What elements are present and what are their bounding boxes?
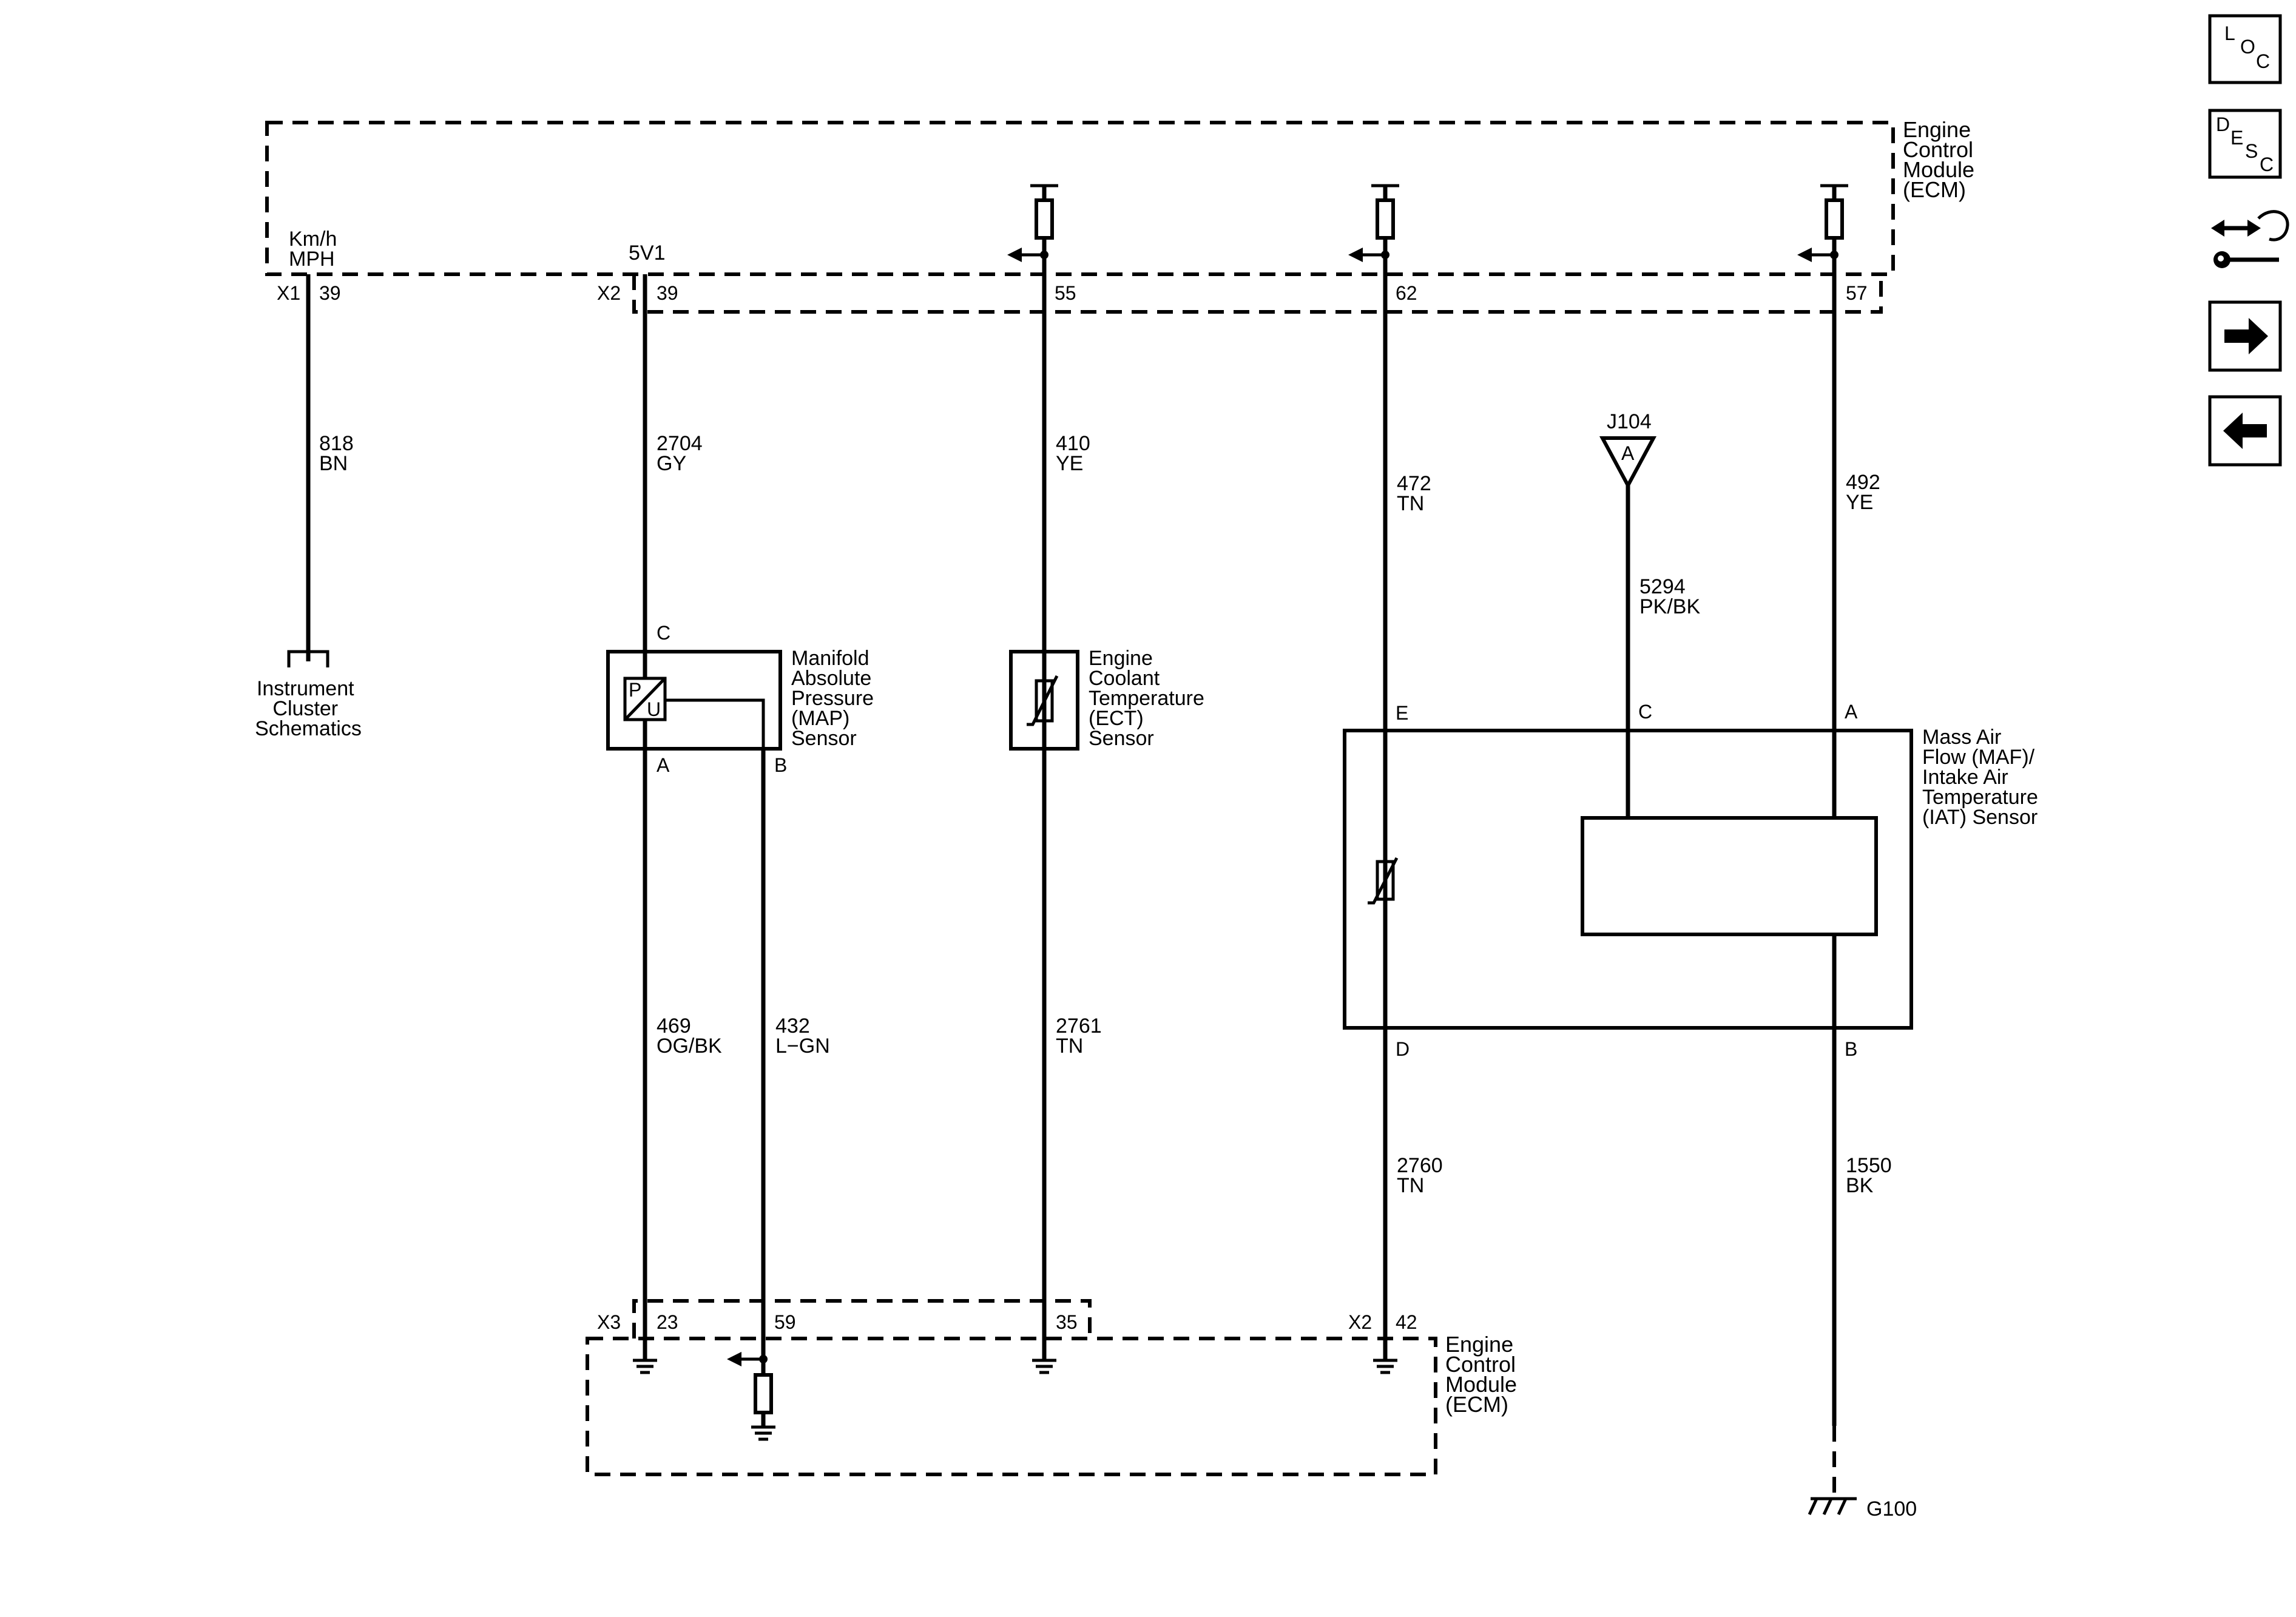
instrument-cluster-connector <box>287 650 329 667</box>
ref-5v-label: 5V1 <box>629 241 666 265</box>
ground-g100-symbol <box>1808 1497 1857 1516</box>
maf-pin-b: B <box>1845 1038 1857 1060</box>
pin-speed: 39 <box>319 282 341 304</box>
map-glyph-p: P <box>629 679 641 701</box>
connector-x3: X3 <box>597 1311 621 1333</box>
maf-sensor-label: Mass Air Flow (MAF)/ Intake Air Temperat… <box>1922 726 2044 829</box>
ecm-ground-map <box>633 1359 657 1374</box>
ecm-bottom-label: Engine Control Module (ECM) <box>1445 1332 1523 1417</box>
ecm-bottom-box <box>586 1299 1437 1476</box>
splice-name: J104 <box>1607 410 1652 433</box>
ecm-pulldown-map-signal <box>727 1352 775 1441</box>
ecm-pullup-maf <box>1797 184 1848 262</box>
ecm-top-label: Engine Control Module (ECM) <box>1903 117 1980 202</box>
splice-pin: A <box>1621 442 1635 464</box>
connector-x1: X1 <box>277 282 300 304</box>
ect-sensor <box>1009 650 1079 751</box>
pin-ect: 55 <box>1055 282 1076 304</box>
map-sensor-label: Manifold Absolute Pressure (MAP) Sensor <box>791 647 880 750</box>
svg-text:S: S <box>2245 140 2258 162</box>
connector-x2-bottom: X2 <box>1348 1311 1372 1333</box>
maf-pin-c: C <box>1638 701 1652 723</box>
maf-pin-e: E <box>1396 702 1408 724</box>
ecm-ground-ect <box>1032 1359 1056 1374</box>
svg-text:D: D <box>2216 113 2230 135</box>
loc-button[interactable]: L O C <box>2208 14 2282 84</box>
pin-map-5v: 39 <box>657 282 678 304</box>
ecm-top-box <box>265 121 1895 314</box>
map-pin-b: B <box>774 754 787 776</box>
instrument-cluster-link[interactable]: Instrument Cluster Schematics <box>255 677 362 740</box>
connector-x2-top: X2 <box>597 282 621 304</box>
pin-maf: 57 <box>1846 282 1868 304</box>
pin-iat: 62 <box>1396 282 1417 304</box>
ecm-pullup-iat <box>1348 184 1399 262</box>
svg-text:C: C <box>2260 154 2274 175</box>
map-pin-a: A <box>657 754 670 776</box>
svg-text:E: E <box>2230 127 2243 149</box>
maf-pin-a: A <box>1845 701 1858 723</box>
svg-text:C: C <box>2256 50 2270 72</box>
pin-iat-low: 42 <box>1396 1311 1417 1333</box>
ecm-pullup-ect <box>1007 184 1058 262</box>
pin-map-sig: 59 <box>774 1311 796 1333</box>
map-sensor <box>606 650 782 751</box>
next-page-button[interactable] <box>2208 300 2282 372</box>
maf-pin-d: D <box>1396 1038 1410 1060</box>
pin-ect-low: 35 <box>1056 1311 1078 1333</box>
desc-button[interactable]: D E S C <box>2208 109 2282 179</box>
map-glyph-u: U <box>647 698 661 720</box>
maf-iat-sensor <box>1343 729 1913 1030</box>
connector-wrench-icon[interactable] <box>2211 210 2289 268</box>
ect-sensor-label: Engine Coolant Temperature (ECT) Sensor <box>1089 647 1210 750</box>
svg-text:O: O <box>2240 36 2255 58</box>
svg-text:L: L <box>2224 22 2235 44</box>
splice-j104 <box>1599 436 1657 490</box>
pin-map-low: 23 <box>657 1311 678 1333</box>
map-pin-c: C <box>657 622 670 644</box>
previous-page-button[interactable] <box>2208 395 2282 467</box>
ground-g100-label: G100 <box>1866 1497 1917 1521</box>
speed-signal-label: Km/h MPH <box>289 228 343 271</box>
ecm-ground-iat <box>1373 1359 1397 1374</box>
